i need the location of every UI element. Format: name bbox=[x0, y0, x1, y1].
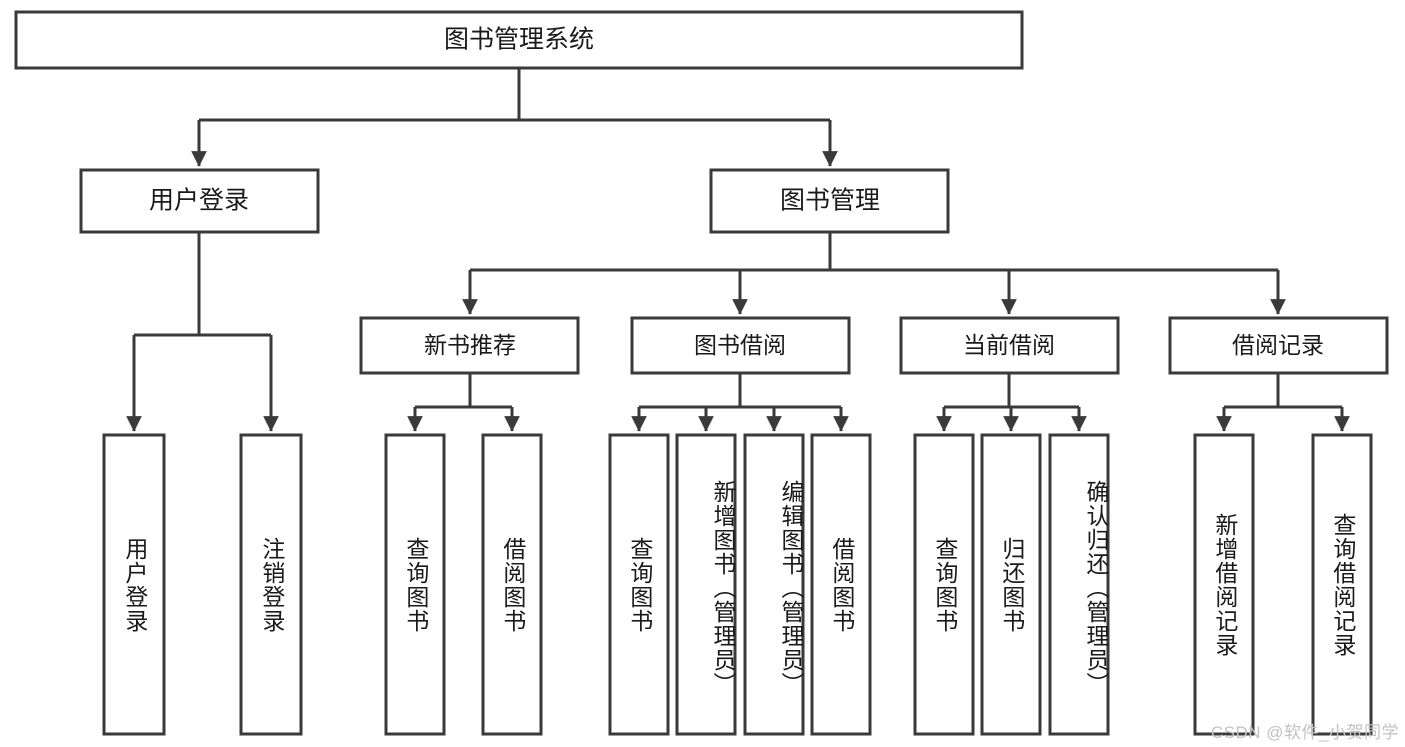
node-book-management-label: 图书管理 bbox=[780, 187, 880, 215]
edge-group-new-books bbox=[407, 373, 520, 432]
edge-group-borrow bbox=[631, 373, 849, 432]
leaf-box-query-borrow-record[interactable] bbox=[1311, 433, 1373, 736]
node-new-book-recommend-box[interactable] bbox=[359, 316, 580, 375]
leaf-box-query-books-borrow[interactable] bbox=[608, 433, 670, 736]
node-user-login[interactable]: 用户登录 bbox=[79, 168, 320, 234]
edge-group-records bbox=[1216, 373, 1350, 432]
node-borrow-records-label: 借阅记录 bbox=[1232, 332, 1324, 358]
edge-group-root bbox=[191, 68, 838, 167]
node-book-management[interactable]: 图书管理 bbox=[709, 168, 950, 234]
leaf-box-logout[interactable] bbox=[239, 433, 303, 736]
leaf-box-borrow-books[interactable] bbox=[810, 433, 872, 736]
node-current-borrow[interactable]: 当前借阅 bbox=[899, 316, 1120, 375]
node-user-login-label: 用户登录 bbox=[149, 187, 249, 215]
leaf-box-add-borrow-record[interactable] bbox=[1193, 433, 1255, 736]
watermark-text: CSDN @软件_小贺同学 bbox=[1210, 723, 1399, 742]
node-new-book-recommend-label: 新书推荐 bbox=[424, 332, 516, 358]
node-book-management-box[interactable] bbox=[709, 168, 950, 234]
node-borrow-records[interactable]: 借阅记录 bbox=[1168, 316, 1389, 375]
leaf-box-borrow-books-new[interactable] bbox=[481, 433, 543, 736]
leaf-box-confirm-return-admin[interactable] bbox=[1048, 433, 1110, 736]
node-book-borrow[interactable]: 图书借阅 bbox=[630, 316, 851, 375]
edge-group-book-mgmt bbox=[462, 232, 1286, 315]
node-new-book-recommend[interactable]: 新书推荐 bbox=[359, 316, 580, 375]
node-root[interactable]: 图书管理系统 bbox=[14, 10, 1024, 70]
edge-group-current bbox=[936, 373, 1087, 432]
leaf-box-edit-book-admin[interactable] bbox=[743, 433, 805, 736]
leaf-box-user-login[interactable] bbox=[102, 433, 166, 736]
leaf-box-add-book-admin[interactable] bbox=[675, 433, 737, 736]
node-root-box[interactable] bbox=[14, 10, 1024, 70]
leaf-box-return-books[interactable] bbox=[980, 433, 1042, 736]
node-root-label: 图书管理系统 bbox=[444, 26, 594, 54]
leaf-box-query-books-current[interactable] bbox=[913, 433, 975, 736]
node-book-borrow-label: 图书借阅 bbox=[694, 332, 786, 358]
node-current-borrow-box[interactable] bbox=[899, 316, 1120, 375]
leaf-box-query-books-new[interactable] bbox=[384, 433, 446, 736]
node-user-login-box[interactable] bbox=[79, 168, 320, 234]
leaf-boxes bbox=[102, 433, 1373, 736]
edge-group-user-login bbox=[126, 232, 279, 432]
node-book-borrow-box[interactable] bbox=[630, 316, 851, 375]
node-current-borrow-label: 当前借阅 bbox=[963, 332, 1055, 358]
node-borrow-records-box[interactable] bbox=[1168, 316, 1389, 375]
